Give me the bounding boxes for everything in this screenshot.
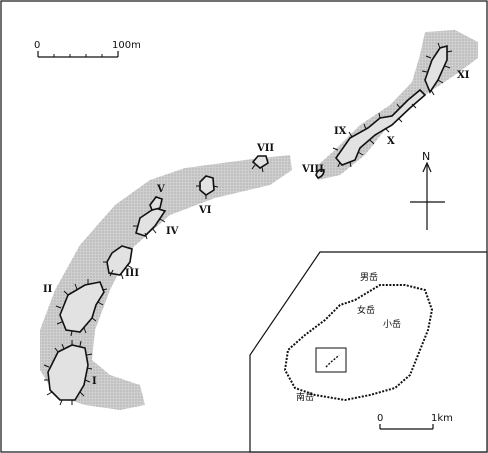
island-outline	[283, 284, 434, 402]
inset-location-features	[325, 354, 340, 368]
inset-map: 男岳 女岳 小岳 南岳 0 1km	[249, 251, 488, 453]
feature-outline-i	[47, 344, 89, 401]
feature-label-ix: IX	[334, 126, 347, 137]
inset-scale-end-label: 1km	[431, 413, 453, 424]
peak-label-medake: 女岳	[357, 304, 375, 316]
feature-label-x: X	[387, 136, 395, 147]
feature-outline-ix-x	[334, 88, 427, 166]
feature-outlines	[47, 44, 448, 401]
north-arrow: N	[410, 150, 445, 230]
feature-label-iv: IV	[166, 226, 179, 237]
feature-labels: I II III IV V VI VII VIII IX X XI	[43, 70, 470, 387]
scale-bar: 0 100m	[34, 40, 141, 58]
feature-label-ii: II	[43, 284, 53, 295]
inset-frame	[249, 251, 488, 453]
scale-end-label: 100m	[112, 40, 141, 51]
feature-outline-iii	[106, 245, 133, 276]
peak-label-otake: 男岳	[360, 271, 378, 283]
scale-start-label: 0	[34, 40, 40, 51]
feature-label-iii: III	[125, 268, 139, 279]
feature-outline-viii	[315, 168, 325, 179]
shaded-zone-southwest	[40, 155, 292, 410]
inset-scale-start-label: 0	[377, 413, 383, 424]
feature-label-vi: VI	[198, 205, 212, 216]
hachure-ticks	[43, 42, 453, 406]
feature-label-i: I	[92, 376, 97, 387]
feature-outline-v	[149, 196, 163, 211]
feature-label-v: V	[156, 184, 165, 195]
feature-outline-vi	[199, 175, 215, 196]
inset-scale-bar: 0 1km	[377, 413, 453, 430]
peak-label-kodake: 小岳	[383, 318, 401, 330]
feature-outline-ii	[59, 281, 105, 333]
feature-label-xi: XI	[457, 70, 470, 81]
feature-label-viii: VIII	[301, 164, 324, 175]
peak-label-minamidake: 南岳	[296, 391, 314, 403]
feature-label-vii: VII	[256, 143, 274, 154]
inset-location-box	[315, 347, 347, 373]
north-label: N	[422, 150, 430, 163]
feature-outline-vii	[251, 155, 269, 169]
